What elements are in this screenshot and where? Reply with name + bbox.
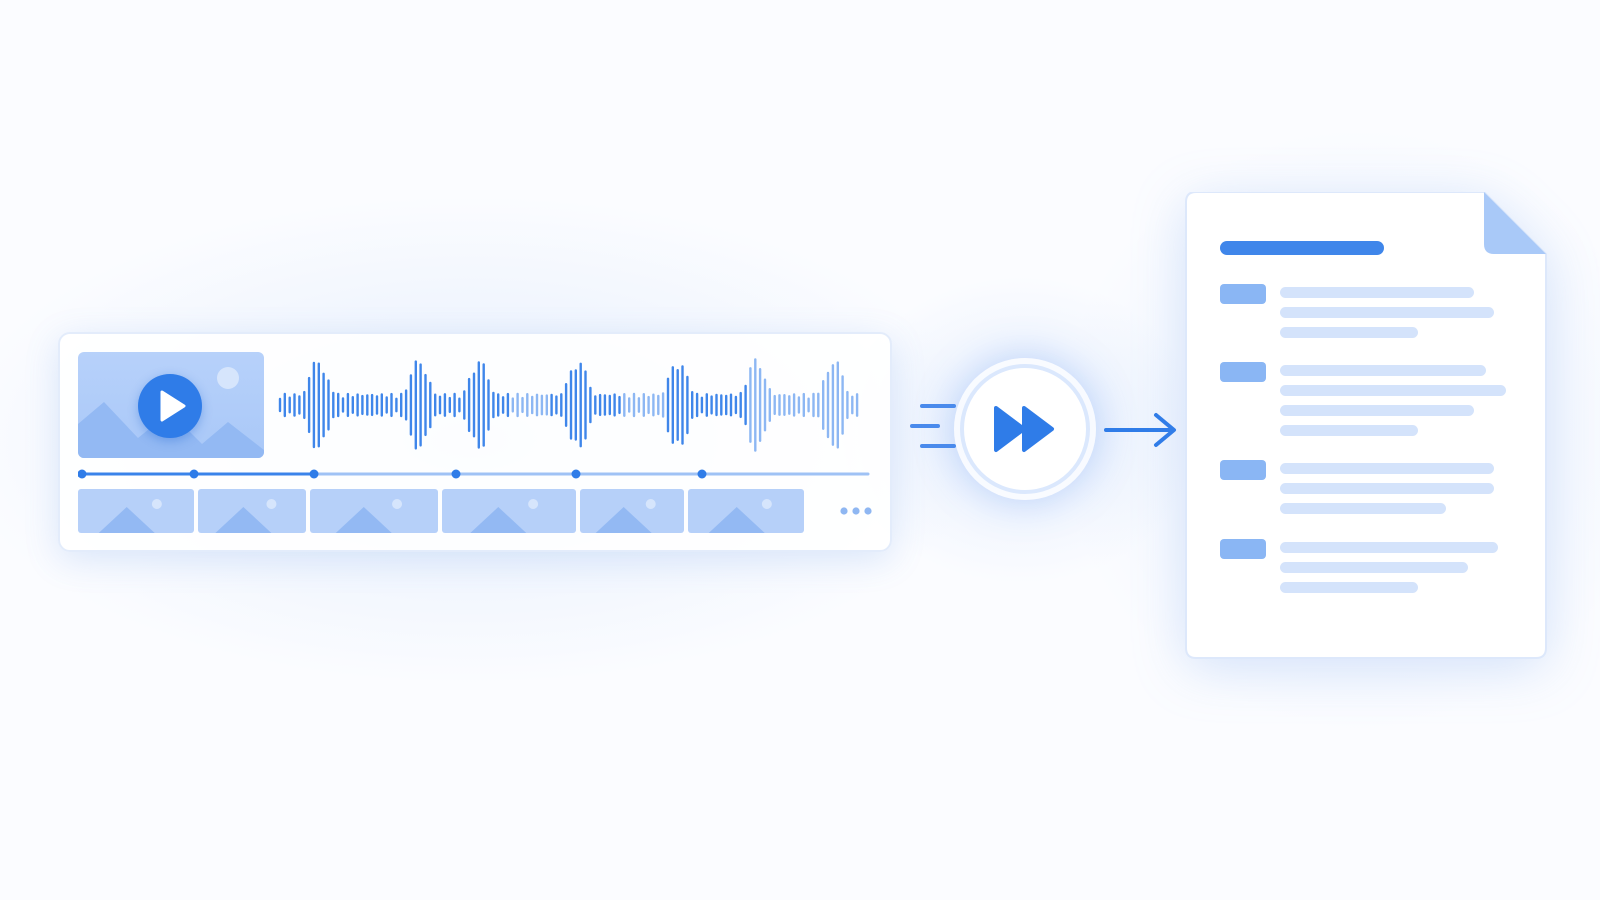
more-horizontal-icon[interactable] xyxy=(836,503,876,519)
timeline-marker[interactable] xyxy=(189,469,199,479)
audio-waveform xyxy=(278,358,859,452)
fast-forward-button[interactable] xyxy=(954,358,1096,500)
document-section-tag xyxy=(1220,284,1266,304)
video-thumbnail[interactable] xyxy=(78,352,264,458)
filmstrip-frame[interactable] xyxy=(442,489,576,533)
document-text-line xyxy=(1280,287,1474,298)
landscape-icon xyxy=(215,499,277,533)
document-text-line xyxy=(1280,385,1506,396)
arrow-right-icon xyxy=(1104,413,1176,447)
document-text-line xyxy=(1280,307,1494,318)
play-button[interactable] xyxy=(138,374,202,438)
document-text-line xyxy=(1280,463,1494,474)
media-panel xyxy=(58,332,892,552)
document-title-bar xyxy=(1220,241,1384,255)
landscape-icon xyxy=(708,499,772,533)
document-text-line xyxy=(1280,365,1486,376)
play-icon xyxy=(160,390,186,422)
document-text-line xyxy=(1280,542,1498,553)
document-text-line xyxy=(1280,327,1418,338)
filmstrip-frame[interactable] xyxy=(198,489,306,533)
landscape-icon xyxy=(98,499,162,533)
fast-forward-icon xyxy=(994,406,1054,452)
landscape-icon xyxy=(470,499,539,533)
timeline-marker[interactable] xyxy=(697,469,707,479)
timeline-marker[interactable] xyxy=(309,469,319,479)
document-text-line xyxy=(1280,562,1468,573)
document-text-line xyxy=(1280,405,1474,416)
landscape-icon xyxy=(595,499,656,533)
document-section-tag xyxy=(1220,460,1266,480)
filmstrip xyxy=(78,489,872,533)
landscape-icon xyxy=(335,499,403,533)
speed-lines-icon xyxy=(910,404,956,448)
document-section-tag xyxy=(1220,539,1266,559)
document-text-line xyxy=(1280,425,1418,436)
document-section xyxy=(1220,362,1520,446)
document-section xyxy=(1220,460,1520,524)
document-text-line xyxy=(1280,582,1418,593)
document-text-line xyxy=(1280,503,1446,514)
filmstrip-frame[interactable] xyxy=(78,489,194,533)
timeline-marker[interactable] xyxy=(451,469,461,479)
timeline-marker[interactable] xyxy=(78,469,87,479)
filmstrip-frame[interactable] xyxy=(580,489,684,533)
document-section-tag xyxy=(1220,362,1266,382)
timeline-marker[interactable] xyxy=(571,469,581,479)
filmstrip-frame[interactable] xyxy=(310,489,438,533)
timeline-scrubber[interactable] xyxy=(78,464,870,484)
filmstrip-frame[interactable] xyxy=(688,489,804,533)
document-text-line xyxy=(1280,483,1494,494)
document-section xyxy=(1220,284,1520,348)
text-document xyxy=(1184,192,1550,660)
document-section xyxy=(1220,539,1520,603)
